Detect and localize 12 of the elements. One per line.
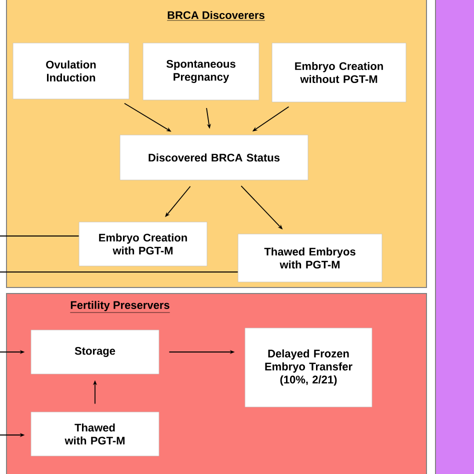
process-box: Spontaneous Pregnancy [142, 42, 260, 100]
process-box: Delayed Frozen Embryo Transfer (10%, 2/21) [244, 328, 372, 408]
panel-heading: BRCA Discoverers [166, 10, 266, 21]
process-box: Discovered BRCA Status [120, 134, 308, 180]
process-box: Thawed with PGT-M [30, 412, 160, 456]
process-box: Ovulation Induction [12, 42, 130, 100]
process-box: Thawed Embryos with PGT-M [238, 234, 382, 282]
panel [435, 0, 474, 474]
process-box: Embryo Creation without PGT-M [272, 42, 406, 102]
process-box: Embryo Creation with PGT-M [78, 222, 208, 266]
process-box: Storage [30, 330, 160, 374]
panel-heading: Fertility Preservers [70, 300, 170, 313]
